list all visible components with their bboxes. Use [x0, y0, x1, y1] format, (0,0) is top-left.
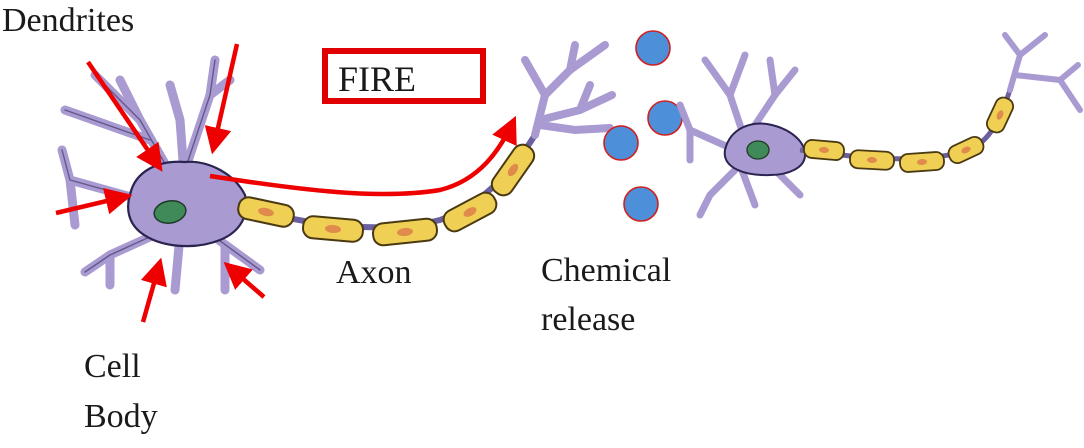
- nucleus-right: [746, 140, 770, 160]
- red-arrow-icon: [55, 188, 133, 216]
- dendrites-label: Dendrites: [2, 2, 135, 39]
- red-curved-arrow-icon: [209, 115, 517, 197]
- axon-terminal: [521, 41, 616, 139]
- vesicle-4: [623, 186, 659, 222]
- vesicles: [603, 30, 683, 222]
- axon-terminal-right: [1002, 32, 1083, 113]
- red-arrow-icon: [140, 257, 167, 323]
- myelin-sheaths: [237, 143, 536, 247]
- cell-body-label-line2: Body: [84, 398, 158, 435]
- cell-body-left: [127, 160, 248, 248]
- red-arrow-icon: [86, 60, 163, 172]
- chemical-release-label-line2: release: [541, 301, 636, 338]
- red-arrow-icon: [223, 262, 266, 299]
- chemical-release-label-line1: Chemical: [541, 252, 672, 289]
- vesicle-3: [603, 125, 639, 161]
- red-arrow-icon: [204, 43, 240, 155]
- neuron-right: [676, 32, 1083, 219]
- axon: [237, 133, 538, 247]
- vesicle-1: [635, 30, 671, 66]
- fire-box: FIRE: [322, 48, 486, 104]
- myelin-sheaths-right: [803, 96, 1015, 173]
- input-arrows: [55, 43, 266, 323]
- axon-label: Axon: [336, 254, 412, 291]
- neuron-left: [57, 55, 265, 295]
- fire-label: FIRE: [338, 59, 417, 99]
- nucleus-left: [153, 200, 187, 224]
- cell-body-label-line1: Cell: [84, 348, 141, 385]
